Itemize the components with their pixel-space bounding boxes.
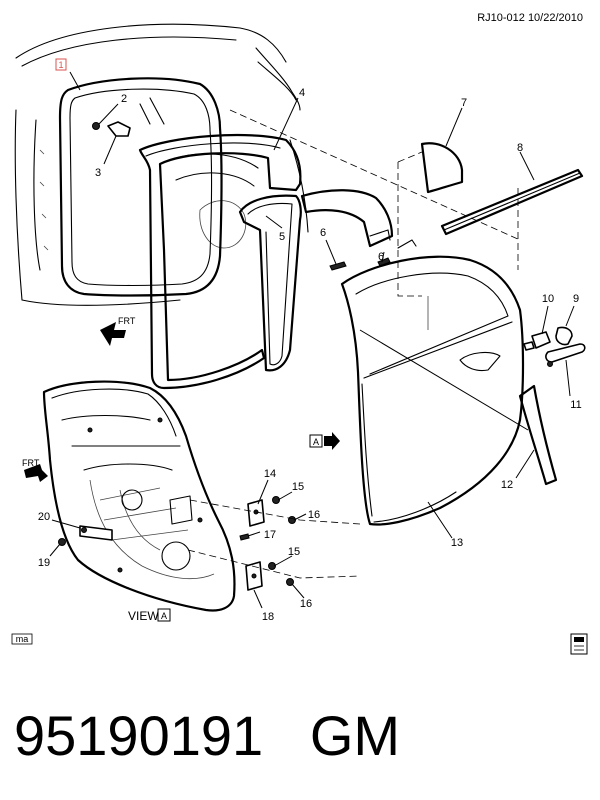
view-arrow-icon — [324, 432, 340, 450]
view-a-caption: VIEW A — [128, 608, 171, 623]
callout-13: 13 — [451, 537, 463, 549]
part-5-glass-run-channel — [238, 194, 302, 372]
front-arrow-label: FRT — [118, 316, 136, 326]
part-15-bolt-lower — [268, 562, 276, 570]
callout-19: 19 — [38, 557, 50, 569]
part-13-rear-door-assembly — [340, 255, 525, 526]
callout-numbers: 1 2 3 4 5 6 6 7 8 9 10 11 12 13 14 15 16… — [38, 58, 582, 623]
callout-2: 2 — [121, 93, 127, 105]
part-12-rear-door-trim — [518, 384, 558, 486]
callout-9: 9 — [573, 293, 579, 305]
part-9-handle-bezel — [555, 326, 573, 346]
part-10-handle-cap — [523, 331, 551, 351]
door-inner-panel-view-a — [42, 380, 236, 612]
callout-12: 12 — [501, 479, 513, 491]
part-20-door-check — [79, 525, 113, 541]
view-a-caption-letter: A — [161, 611, 167, 621]
part-7-applique — [420, 142, 464, 194]
view-a-marker-letter: A — [313, 437, 319, 447]
callout-11: 11 — [570, 399, 581, 411]
part-19-check-bolt — [58, 538, 66, 546]
callout-15-lower: 15 — [288, 546, 300, 558]
callout-7: 7 — [461, 97, 467, 109]
part-1-body-side-weatherstrip — [58, 77, 223, 297]
callout-1: 1 — [58, 60, 63, 70]
callout-16-lower: 16 — [300, 598, 312, 610]
glass-run-upper-channel — [300, 189, 417, 249]
part-number: 95190191 — [14, 704, 264, 767]
part-11-outside-handle — [545, 343, 586, 367]
view-a-caption-text: VIEW — [128, 609, 159, 623]
brand-name: GM — [309, 704, 401, 767]
callout-20: 20 — [38, 511, 50, 523]
callout-8: 8 — [517, 142, 523, 154]
callout-3: 3 — [95, 167, 101, 179]
part-14-upper-hinge — [247, 499, 265, 527]
callout-17: 17 — [264, 529, 276, 541]
corner-tag-left: ma — [11, 633, 33, 645]
corner-tag-text: ma — [16, 634, 29, 644]
callout-box-1 — [55, 58, 67, 71]
part-8-belt-molding — [440, 168, 584, 236]
callout-6-lower: 6 — [378, 251, 384, 263]
part-18-lower-hinge — [245, 561, 263, 591]
front-direction-arrow-bottom: FRT — [22, 458, 48, 482]
callout-4: 4 — [299, 87, 305, 99]
part-6-pin-lower — [377, 257, 391, 267]
part-2-fastener — [92, 103, 119, 130]
part-15-bolt-upper — [272, 496, 280, 504]
part-16-bolt-lower — [286, 578, 294, 586]
part-4-door-frame-weatherstrip — [138, 133, 302, 390]
front-arrow-icon — [24, 464, 48, 482]
part-3-retainer-clip — [103, 121, 131, 165]
callout-15-upper: 15 — [292, 481, 304, 493]
front-arrow-label-lower: FRT — [22, 458, 40, 468]
alignment-lines — [187, 109, 529, 579]
view-a-marker: A — [309, 432, 340, 450]
callout-6-upper: 6 — [320, 227, 326, 239]
callout-5: 5 — [279, 231, 285, 243]
callout-18: 18 — [262, 611, 274, 623]
callout-10: 10 — [542, 293, 554, 305]
diagram-reference-code: RJ10-012 10/22/2010 — [477, 12, 583, 24]
vehicle-body-outline — [14, 23, 309, 306]
callout-16-upper: 16 — [308, 509, 320, 521]
document-icon — [570, 633, 588, 655]
part-6-pin-upper — [329, 261, 347, 271]
front-arrow-icon — [100, 322, 126, 346]
leader-lines — [49, 71, 575, 609]
part-number-footer: 95190191 GM — [14, 696, 586, 776]
part-17-pin — [239, 533, 250, 541]
callout-14: 14 — [264, 468, 276, 480]
front-direction-arrow-top: FRT — [100, 316, 136, 346]
